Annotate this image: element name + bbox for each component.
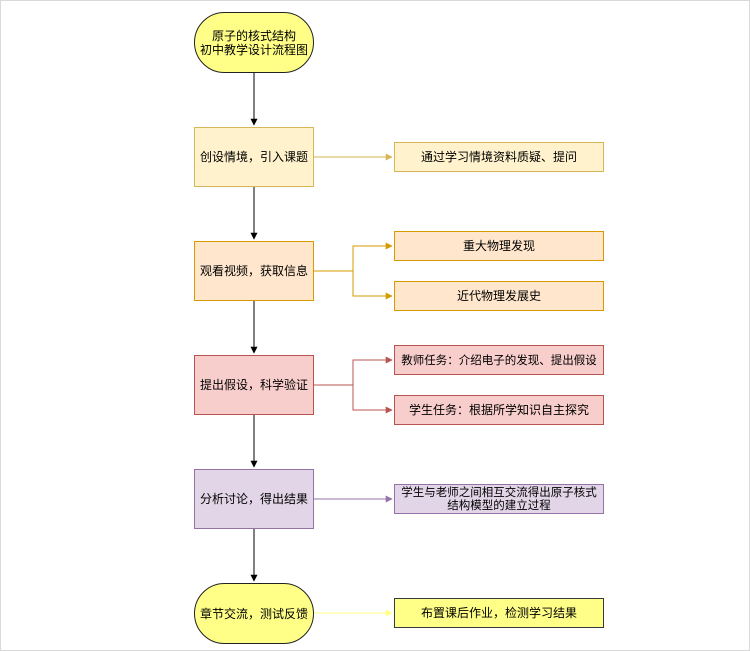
step-1-box: 创设情境，引入课题 bbox=[194, 127, 314, 187]
step-4-box: 分析讨论，得出结果 bbox=[194, 469, 314, 529]
arrow-step2-output-2 bbox=[314, 270, 393, 300]
arrow-step3-output-1 bbox=[314, 356, 393, 386]
end-output-box: 布置课后作业，检测学习结果 bbox=[394, 598, 604, 628]
end-terminator: 章节交流，测试反馈 bbox=[194, 583, 314, 644]
step-3-output-box-2: 学生任务：根据所学知识自主探究 bbox=[394, 395, 604, 425]
step-2-box: 观看视频，获取信息 bbox=[194, 241, 314, 301]
step-1-output-box: 通过学习情境资料质疑、提问 bbox=[394, 142, 604, 172]
step-2-output-box-1: 重大物理发现 bbox=[394, 231, 604, 261]
step-3-output-box-1: 教师任务：介绍电子的发现、提出假设 bbox=[394, 345, 604, 375]
arrow-step3-output-2 bbox=[314, 384, 393, 414]
arrow-step2-output-1 bbox=[314, 242, 393, 272]
step-3-box: 提出假设，科学验证 bbox=[194, 355, 314, 415]
step-2-output-box-2: 近代物理发展史 bbox=[394, 281, 604, 311]
step-4-output-box: 学生与老师之间相互交流得出原子核式 结构模型的建立过程 bbox=[394, 484, 604, 514]
start-terminator: 原子的核式结构 初中教学设计流程图 bbox=[194, 12, 314, 73]
